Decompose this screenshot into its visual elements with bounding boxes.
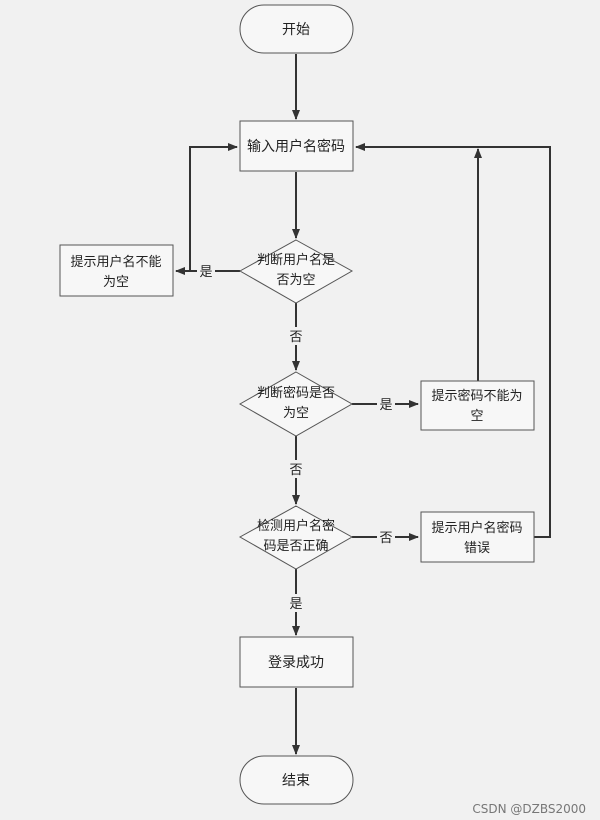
node-tip-wrong: 提示用户名密码 错误 <box>420 511 535 563</box>
node-verify-line-2: 码是否正确 <box>263 539 328 554</box>
node-tip-pwd-line-2: 空 <box>470 409 483 424</box>
node-check-pwd-line-2: 为空 <box>283 406 309 421</box>
node-tip-pwd: 提示密码不能为 空 <box>420 380 535 431</box>
node-end: 结束 <box>239 755 354 805</box>
node-verify: 检测用户名密 码是否正确 <box>238 505 354 570</box>
node-check-user-line-1: 判断用户名是 <box>257 252 335 268</box>
edge-label-user-empty-no: 否 <box>289 330 302 345</box>
node-end-label: 结束 <box>282 773 310 789</box>
node-tip-pwd-line-1: 提示密码不能为 <box>431 388 522 404</box>
edge-label-pwd-empty-no: 否 <box>289 463 302 478</box>
edge-labels: 是 否 是 否 否 是 <box>197 262 395 612</box>
node-start: 开始 <box>239 4 354 54</box>
node-input: 输入用户名密码 <box>239 120 354 172</box>
edge-tip-wrong-loop <box>355 143 551 538</box>
node-tip-user-line-1: 提示用户名不能 <box>70 254 161 270</box>
node-check-pwd: 判断密码是否 为空 <box>238 371 354 437</box>
node-tip-wrong-line-1: 提示用户名密码 <box>431 520 522 536</box>
edge-label-verify-yes: 是 <box>289 597 302 612</box>
node-tip-wrong-line-2: 错误 <box>464 541 490 556</box>
node-check-pwd-line-1: 判断密码是否 <box>257 385 335 401</box>
node-start-label: 开始 <box>282 22 310 38</box>
edge-label-user-empty-yes: 是 <box>199 265 212 280</box>
node-success-label: 登录成功 <box>268 655 324 671</box>
edge-label-pwd-empty-yes: 是 <box>379 398 392 413</box>
edge-label-verify-no: 否 <box>379 531 392 546</box>
node-verify-line-1: 检测用户名密 <box>257 518 335 534</box>
node-tip-user: 提示用户名不能 为空 <box>59 244 174 297</box>
node-check-user: 判断用户名是 否为空 <box>238 239 354 304</box>
watermark: CSDN @DZBS2000 <box>472 802 586 816</box>
edge-tip-user-loop <box>189 143 238 271</box>
node-tip-user-line-2: 为空 <box>103 275 129 290</box>
node-success: 登录成功 <box>239 636 354 688</box>
node-input-label: 输入用户名密码 <box>247 138 345 155</box>
node-check-user-line-2: 否为空 <box>276 273 315 288</box>
